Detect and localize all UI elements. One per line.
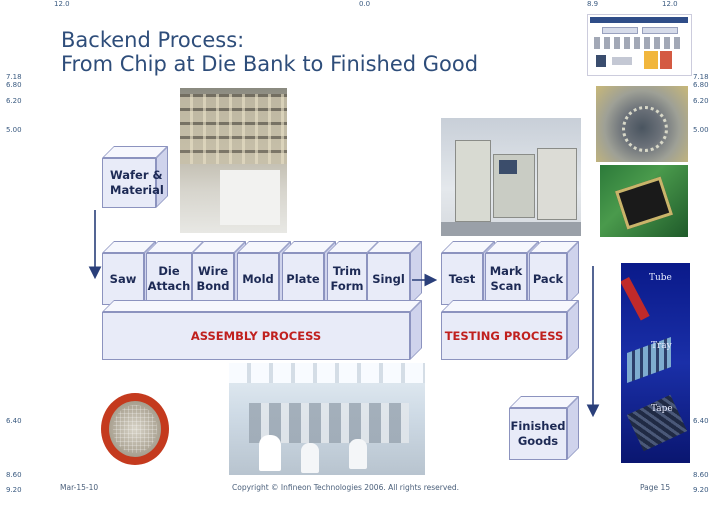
step-plate-label: Plate bbox=[286, 271, 320, 286]
guide-right-3: 6.20 bbox=[693, 97, 709, 105]
title-line-2: From Chip at Die Bank to Finished Good bbox=[61, 52, 479, 76]
step-trim-form-label-1: Trim bbox=[332, 264, 362, 278]
guide-top-4: 12.0 bbox=[662, 0, 678, 8]
guide-top-3: 8.9 bbox=[587, 0, 599, 8]
title-line-1: Backend Process: bbox=[61, 28, 245, 52]
guide-left-7: 9.20 bbox=[6, 486, 22, 494]
wafer-label-2: Material bbox=[110, 183, 164, 197]
test-equipment-photo bbox=[441, 118, 581, 236]
chip-closeup-photo bbox=[596, 86, 688, 162]
guide-left-4: 5.00 bbox=[6, 126, 22, 134]
packaged-chip-photo bbox=[600, 165, 688, 237]
finished-label-1: Finished bbox=[510, 419, 566, 433]
footer-page: Page 15 bbox=[640, 483, 671, 492]
step-wire-bond-label-1: Wire bbox=[197, 264, 229, 278]
die-bank-shelves-photo bbox=[180, 88, 287, 233]
step-mold-box: Mold bbox=[237, 253, 279, 305]
guide-right-7: 9.20 bbox=[693, 486, 709, 494]
tube-label: Tube bbox=[649, 273, 672, 283]
step-pack-label: Pack bbox=[532, 271, 564, 286]
step-test-label: Test bbox=[448, 271, 476, 286]
guide-left-2: 6.80 bbox=[6, 81, 22, 89]
cleanroom-photo bbox=[229, 363, 425, 475]
guide-top-1: 12.0 bbox=[54, 0, 70, 8]
step-mark-scan-label-1: Mark bbox=[489, 264, 523, 278]
guide-right-5: 6.40 bbox=[693, 417, 709, 425]
finished-label-2: Goods bbox=[517, 434, 559, 448]
tray-label: Tray bbox=[651, 341, 672, 351]
guide-left-3: 6.20 bbox=[6, 97, 22, 105]
step-trim-form-label-2: Form bbox=[330, 279, 364, 293]
footer-date: Mar-15-10 bbox=[60, 483, 99, 492]
guide-left-1: 7.18 bbox=[6, 73, 22, 81]
finished-goods-box: Finished Goods bbox=[509, 408, 567, 460]
step-singl-label: Singl bbox=[372, 271, 405, 286]
guide-right-6: 8.60 bbox=[693, 471, 709, 479]
guide-left-6: 8.60 bbox=[6, 471, 22, 479]
step-plate-box: Plate bbox=[282, 253, 324, 305]
step-test-box: Test bbox=[441, 253, 483, 305]
guide-left-5: 6.40 bbox=[6, 417, 22, 425]
guide-right-1: 7.18 bbox=[693, 73, 709, 81]
step-wire-bond-label-2: Bond bbox=[196, 279, 230, 293]
guide-right-4: 5.00 bbox=[693, 126, 709, 134]
assembly-process-bar: ASSEMBLY PROCESS bbox=[102, 312, 410, 360]
guide-right-2: 6.80 bbox=[693, 81, 709, 89]
wafer-photo bbox=[99, 389, 171, 469]
assembly-process-label: ASSEMBLY PROCESS bbox=[190, 328, 322, 343]
guide-top-2: 0.0 bbox=[359, 0, 371, 8]
step-die-attach-label-2: Attach bbox=[147, 279, 191, 293]
packing-options-panel bbox=[621, 263, 690, 463]
step-singl-box: Singl bbox=[367, 253, 410, 305]
footer-copyright: Copyright © Infineon Technologies 2006. … bbox=[232, 483, 460, 492]
step-die-attach-label-1: Die bbox=[158, 264, 180, 278]
slide-title: Backend Process: From Chip at Die Bank t… bbox=[61, 28, 478, 76]
tape-label: Tape bbox=[651, 404, 673, 414]
testing-process-bar: TESTING PROCESS bbox=[441, 312, 567, 360]
thumbnail-image bbox=[587, 14, 692, 76]
step-mark-scan-label-2: Scan bbox=[490, 279, 522, 293]
step-mold-label: Mold bbox=[242, 271, 274, 286]
wafer-material-box: Wafer & Material bbox=[102, 158, 164, 208]
step-saw-label: Saw bbox=[109, 271, 137, 286]
wafer-label-1: Wafer & bbox=[110, 168, 163, 182]
testing-process-label: TESTING PROCESS bbox=[444, 328, 564, 343]
